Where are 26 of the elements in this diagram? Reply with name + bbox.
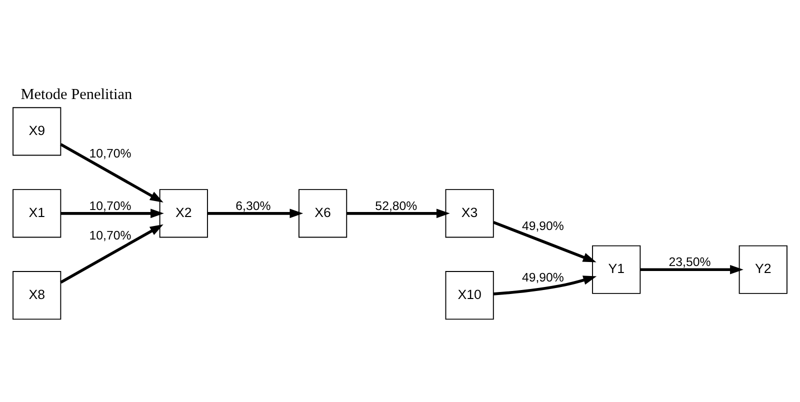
- node-box: X10: [445, 271, 494, 320]
- edge-label: 49,90%: [522, 270, 564, 284]
- arrow: [640, 264, 744, 274]
- arrow: [60, 143, 164, 202]
- arrow: [493, 276, 597, 296]
- arrow: [60, 208, 164, 218]
- arrow: [60, 224, 164, 284]
- node-box: X9: [12, 107, 62, 156]
- edge-label: 23,50%: [668, 255, 711, 270]
- arrow: [492, 220, 596, 262]
- edge-label: 10,70%: [89, 228, 132, 243]
- node-box: Y1: [592, 245, 641, 294]
- edge-label: 10,70%: [89, 198, 132, 213]
- edge-label: 6,30%: [236, 198, 271, 213]
- node-box: X1: [12, 189, 62, 238]
- node-box: X3: [445, 189, 494, 238]
- edge-label: 52,80%: [375, 198, 418, 213]
- edge-label: 49,90%: [522, 218, 564, 233]
- node-box: Y2: [738, 245, 788, 294]
- arrow: [346, 208, 450, 218]
- diagram-title: Metode Penelitian: [20, 86, 132, 103]
- node-box: X8: [12, 271, 62, 320]
- node-box: X2: [159, 189, 208, 238]
- node-box: X6: [298, 189, 348, 238]
- edge-label: 10,70%: [89, 146, 132, 161]
- arrow: [208, 208, 304, 218]
